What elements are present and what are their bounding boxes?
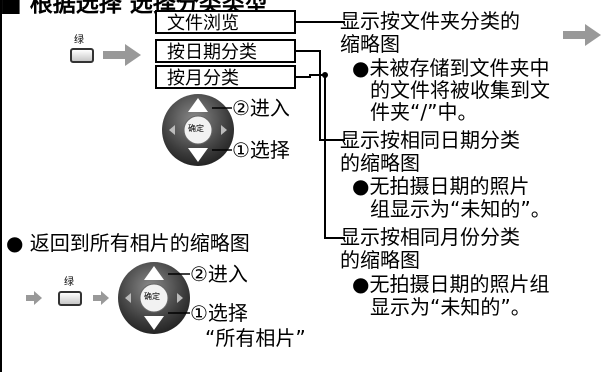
desc-folder-note1: ●未被存储到文件夹中 (352, 56, 550, 80)
desc-date-line1: 显示按相同日期分类 (340, 128, 520, 152)
desc-date-note1: ●无拍摄日期的照片 (352, 174, 530, 198)
desc-date-note2: 组显示为“未知的”。 (370, 197, 551, 221)
desc-folder-line1: 显示按文件夹分类的 (340, 9, 520, 33)
green-button-icon-2 (58, 291, 82, 306)
desc-month-note1: ●无拍摄日期的照片组 (352, 272, 550, 296)
desc-folder-line2: 缩略图 (340, 32, 400, 56)
step-select-all-photos: “所有相片” (205, 326, 306, 350)
small-arrow-icon-2 (93, 291, 109, 305)
desc-folder-note3: 件夹“/”中。 (370, 100, 478, 124)
desc-folder-note2: 的文件将被收集到文 (370, 78, 550, 102)
nav-center-label-2: 确定 (144, 292, 160, 301)
nav-center-label-1: 确定 (188, 124, 204, 133)
step-select-label-2: ①选择 (190, 301, 248, 325)
small-arrow-icon-1 (26, 291, 42, 305)
menu-item-sort-by-month[interactable]: 按月分类 (155, 65, 296, 89)
page-left-border (0, 0, 2, 372)
desc-month-note2: 显示为“未知的”。 (370, 295, 531, 319)
nav-pad-icon-2 (118, 262, 190, 334)
desc-date-line2: 的缩略图 (340, 151, 420, 175)
green-button-label-1: 绿 (74, 35, 84, 46)
desc-month-line2: 的缩略图 (340, 248, 420, 272)
menu-item-file-browse[interactable]: 文件浏览 (155, 10, 296, 34)
green-button-icon (70, 48, 94, 63)
step-enter-label-2: ②进入 (190, 262, 248, 286)
nav-pad-icon (162, 94, 234, 166)
step-enter-label-1: ②进入 (232, 96, 290, 120)
step-select-label-1: ①选择 (232, 138, 290, 162)
menu-item-sort-by-date[interactable]: 按日期分类 (155, 39, 296, 63)
green-button-label-2: 绿 (64, 277, 74, 288)
arrow-next-icon (563, 24, 601, 46)
return-all-heading: ● 返回到所有相片的缩略图 (6, 231, 250, 255)
arrow-right-icon (103, 44, 141, 66)
desc-month-line1: 显示按相同月份分类 (340, 225, 520, 249)
